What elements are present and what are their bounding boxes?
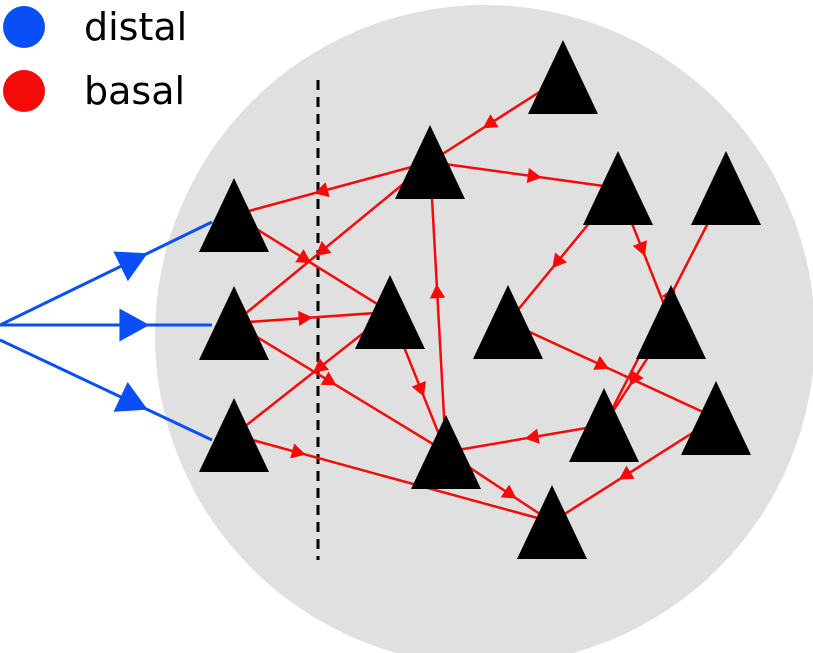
neurons <box>199 40 761 559</box>
basal-connection <box>233 321 447 454</box>
neuron-triangle-icon <box>411 415 481 489</box>
distal-connection <box>0 220 213 327</box>
neuron-triangle-icon <box>583 151 653 225</box>
basal-arrow-icon <box>632 240 647 257</box>
neuron-triangle-icon <box>473 285 543 359</box>
basal-arrow-icon <box>629 369 644 386</box>
basal-connection <box>507 320 717 420</box>
basal-arrow-icon <box>320 371 337 386</box>
basal-arrow-icon <box>314 182 330 198</box>
distal-connection <box>0 338 213 442</box>
basal-connection <box>233 213 391 314</box>
neuron-triangle-icon <box>517 485 587 559</box>
basal-arrow-icon <box>500 484 517 499</box>
basal-arrow-icon <box>482 114 499 129</box>
neuron-triangle-icon <box>395 125 465 199</box>
basal-arrow-icon <box>290 443 306 459</box>
basal-arrow-icon <box>295 249 312 264</box>
basal-arrow-icon <box>313 357 329 373</box>
basal-connection <box>551 416 717 524</box>
neuron-triangle-icon <box>199 398 269 472</box>
basal-connection <box>233 433 553 524</box>
basal-arrow-icon <box>526 167 542 184</box>
basal-connection <box>233 161 431 324</box>
basal-arrow-icon <box>593 355 610 370</box>
neuron-triangle-icon <box>528 40 598 114</box>
basal-arrow-icon <box>315 241 332 256</box>
basal-arrow-icon <box>552 252 568 269</box>
neuron-triangle-icon <box>355 275 425 349</box>
neuron-triangle-icon <box>569 388 639 462</box>
distal-arrow-icon <box>119 308 150 342</box>
distal-arrow-icon <box>113 381 148 412</box>
legend-distal-label: distal <box>84 5 187 49</box>
basal-arrow-icon <box>429 284 446 299</box>
basal-arrow-icon <box>618 465 635 480</box>
legend-distal-marker <box>3 6 45 48</box>
distal-arrow-icon <box>113 251 148 282</box>
neuron-triangle-icon <box>691 151 761 225</box>
neuron-triangle-icon <box>199 286 269 360</box>
neuron-triangle-icon <box>681 381 751 455</box>
legend: distal basal <box>3 5 187 113</box>
basal-arrow-icon <box>298 310 313 327</box>
basal-arrow-icon <box>411 380 426 397</box>
legend-basal-label: basal <box>84 69 185 113</box>
basal-arrow-icon <box>524 428 540 444</box>
basal-connection <box>233 160 431 217</box>
neuron-triangle-icon <box>199 178 269 252</box>
basal-connection <box>429 160 619 190</box>
legend-basal-marker <box>3 70 45 112</box>
distal-connections <box>0 220 213 442</box>
basal-connection <box>428 161 448 453</box>
network-circle <box>155 5 813 653</box>
neuron-triangle-icon <box>636 285 706 359</box>
